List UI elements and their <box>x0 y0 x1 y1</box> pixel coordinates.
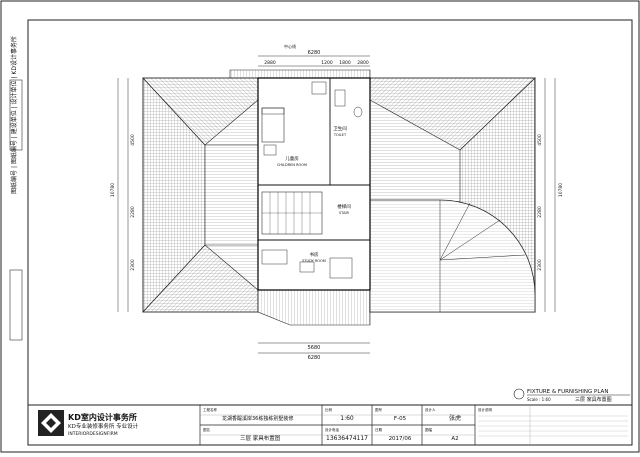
notes-label: 设计说明 <box>478 407 492 412</box>
project-label: 工程名称 <box>203 407 217 412</box>
title-block <box>27 404 633 446</box>
project-value: 龙湖香醍溪岸36栋独栋别墅装修 <box>222 415 293 422</box>
wardrobe-icon <box>311 81 327 95</box>
logo-cn: KD室内设计事务所 <box>68 412 137 422</box>
room-stair-cn: 楼梯间 <box>337 203 351 210</box>
drawing-title-cn: 三层 家具布置图 <box>575 396 612 403</box>
room-stair-en: STAIR <box>339 211 350 215</box>
sheet-value: F-05 <box>394 416 407 422</box>
bottom-dim-total: 6280 <box>308 355 321 361</box>
sheet-label: 图号 <box>375 407 383 412</box>
interior-plan <box>257 77 371 291</box>
chair-icon <box>299 261 315 273</box>
phone-label: 设计电话 <box>325 427 339 432</box>
north-label: 中心线 <box>284 43 296 49</box>
study-desk-icon <box>261 249 288 265</box>
left-margin-label: 图纸编号 | 图纸编号 | 建设单位 | 设计单位 | KD设计事务所 <box>10 36 18 194</box>
bathtub-icon <box>334 89 346 107</box>
toilet-icon <box>353 106 363 118</box>
top-dim-total: 6280 <box>308 50 321 56</box>
drawing-title-scale: Scale : 1:60 <box>527 397 551 402</box>
top-dim-2: 1200 <box>321 60 333 66</box>
size-value: A2 <box>451 436 458 442</box>
left-dim-3: 2300 <box>130 259 136 271</box>
logo-sub: KD专业装修事务所 专业设计 <box>68 422 139 430</box>
date-label: 日期 <box>375 427 383 432</box>
drawing-title-en: FIXTURE & FURNISHING PLAN <box>527 389 608 395</box>
firm-logo: KD室内设计事务所 KD专业装修事务所 专业设计 INTERIORDESIGNF… <box>38 410 139 437</box>
sofa-icon <box>329 257 353 279</box>
top-dim-4: 2800 <box>357 60 369 66</box>
right-dim-2: 2280 <box>537 206 543 218</box>
top-dim-1: 2880 <box>264 60 276 66</box>
desk-icon <box>263 144 277 156</box>
drawing-label: 图名 <box>203 427 210 432</box>
logo-en: INTERIORDESIGNFIRM <box>68 431 118 437</box>
round-tower-roof <box>369 199 536 313</box>
room-children-en: CHILDREN ROOM <box>277 163 307 167</box>
right-dim-1: 4500 <box>537 134 543 146</box>
room-toilet-en: TOILET <box>333 133 347 137</box>
roof-left <box>142 77 259 313</box>
room-children-cn: 儿童房 <box>285 155 299 162</box>
date-value: 2017/06 <box>389 436 412 442</box>
right-dim-3: 2300 <box>537 259 543 271</box>
scale-label: 比例 <box>325 407 333 412</box>
room-study-en: STUDY ROOM <box>302 259 326 263</box>
bottom-dim-1: 5680 <box>308 345 321 351</box>
drawing-title: FIXTURE & FURNISHING PLAN Scale : 1:60 三… <box>513 388 630 403</box>
drawing-value: 三层 家具布置图 <box>240 434 281 442</box>
dimension-lines <box>117 55 556 354</box>
left-margin-strip: 图纸编号 | 图纸编号 | 建设单位 | 设计单位 | KD设计事务所 <box>9 36 23 341</box>
room-toilet-cn: 卫生间 <box>333 125 347 132</box>
scale-value: 1:60 <box>340 415 354 422</box>
room-study-cn: 书房 <box>310 251 319 258</box>
left-dim-1: 4500 <box>130 134 136 146</box>
designer-label: 设计人 <box>425 407 436 412</box>
right-dim-total: 10780 <box>558 183 564 197</box>
left-dim-2: 2280 <box>130 206 136 218</box>
top-dim-3: 1800 <box>339 60 351 66</box>
left-dim-total: 10780 <box>110 183 116 197</box>
designer-value: 张虎 <box>449 414 461 422</box>
phone-value: 13636474117 <box>326 435 368 442</box>
notes-lines <box>478 415 628 437</box>
stair-icon <box>261 191 323 235</box>
size-label: 图幅 <box>425 427 433 432</box>
